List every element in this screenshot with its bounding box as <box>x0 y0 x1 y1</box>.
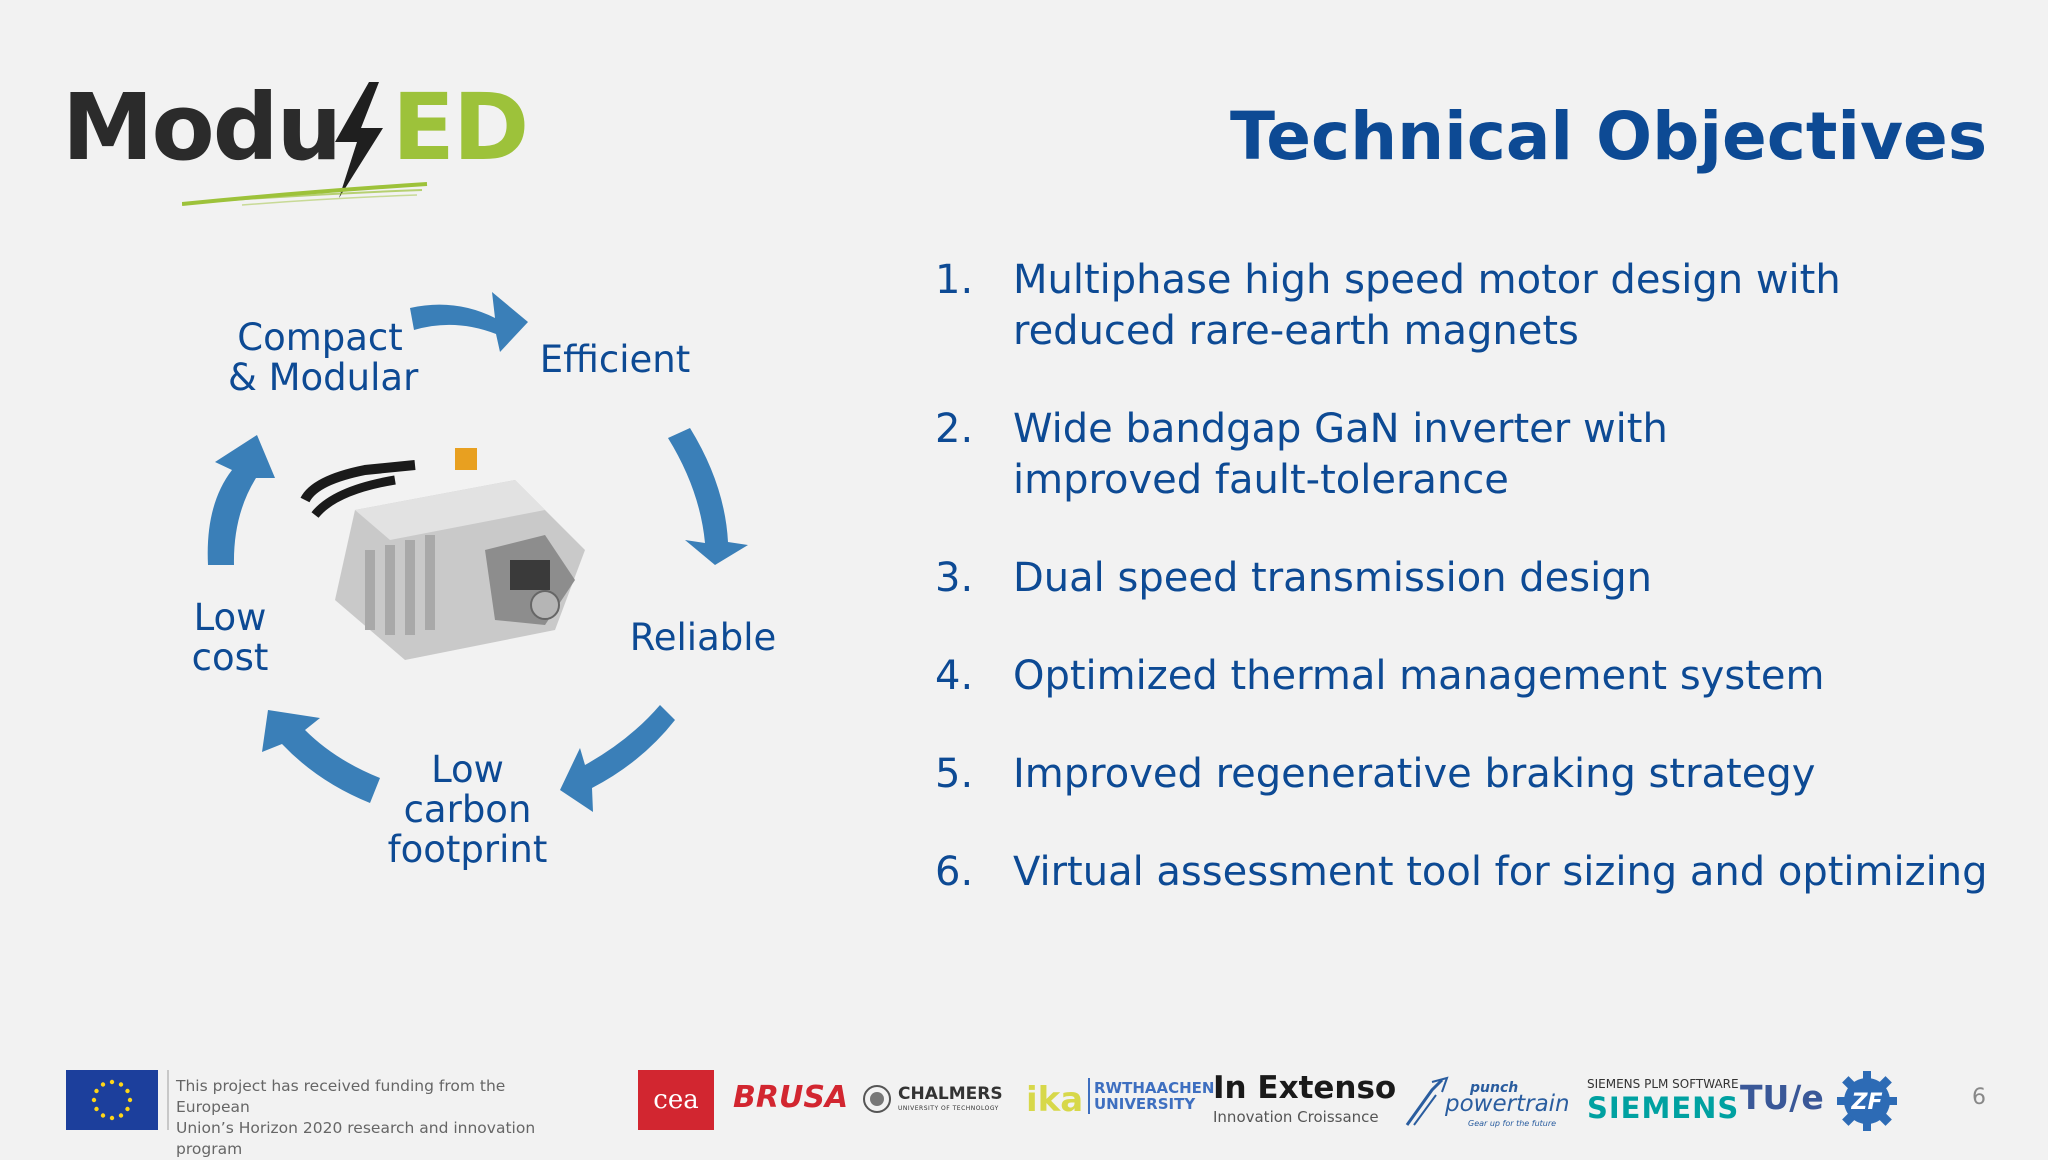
chalmers-crest-icon <box>863 1085 891 1113</box>
rwth-logo: RWTHAACHEN UNIVERSITY <box>1094 1079 1215 1113</box>
ika-logo: ika <box>1026 1080 1084 1120</box>
chalmers-logo: CHALMERS <box>898 1084 1003 1104</box>
punch-text: punch <box>1470 1080 1519 1096</box>
eu-flag-icon <box>66 1070 158 1130</box>
chalmers-subtitle: UNIVERSITY OF TECHNOLOGY <box>898 1105 999 1112</box>
arrow-lower-left <box>262 710 380 803</box>
moduled-logo: Modu ED <box>62 74 529 212</box>
inextenso-logo: In Extenso <box>1213 1070 1397 1106</box>
label-low-carbon-footprint: Low carbon footprint <box>387 748 548 871</box>
arrow-lower-right <box>560 705 675 812</box>
inextenso-subtitle: Innovation Croissance <box>1213 1108 1379 1126</box>
label-compact-modular: Compact & Modular <box>228 316 419 399</box>
siemens-plm-text: SIEMENS PLM SOFTWARE <box>1587 1077 1739 1091</box>
arrow-left <box>207 435 275 565</box>
eu-funding-text: This project has received funding from t… <box>176 1077 536 1158</box>
punch-subtitle: Gear up for the future <box>1468 1119 1557 1128</box>
punch-powertrain-icon <box>1405 1076 1449 1126</box>
logo-text-modu: Modu <box>62 74 342 181</box>
eu-divider <box>167 1070 169 1130</box>
footer: This project has received funding from t… <box>0 1060 2048 1158</box>
siemens-logo: SIEMENS <box>1587 1091 1740 1125</box>
cycle-arrows <box>207 292 748 812</box>
tue-logo: TU/e <box>1740 1078 1824 1117</box>
page-title: Technical Objectives <box>1230 98 1988 175</box>
lightning-bolt-icon <box>335 82 383 198</box>
cea-logo: cea <box>638 1070 714 1130</box>
arrow-top <box>410 292 528 352</box>
label-low-cost: Low cost <box>191 596 269 679</box>
page-number: 6 <box>1972 1085 1986 1110</box>
powertrain-text: powertrain <box>1445 1091 1570 1117</box>
zf-gear-logo: ZF <box>1837 1071 1897 1131</box>
arrow-right <box>668 428 748 565</box>
rwth-divider <box>1088 1078 1090 1114</box>
label-reliable: Reliable <box>629 616 777 659</box>
logo-swoosh-icon <box>182 182 428 206</box>
brusa-logo: BRUSA <box>733 1080 849 1115</box>
svg-text:ZF: ZF <box>1851 1090 1883 1115</box>
motor-illustration <box>300 448 585 660</box>
label-efficient: Efficient <box>539 338 691 381</box>
logo-text-ed: ED <box>392 74 529 181</box>
